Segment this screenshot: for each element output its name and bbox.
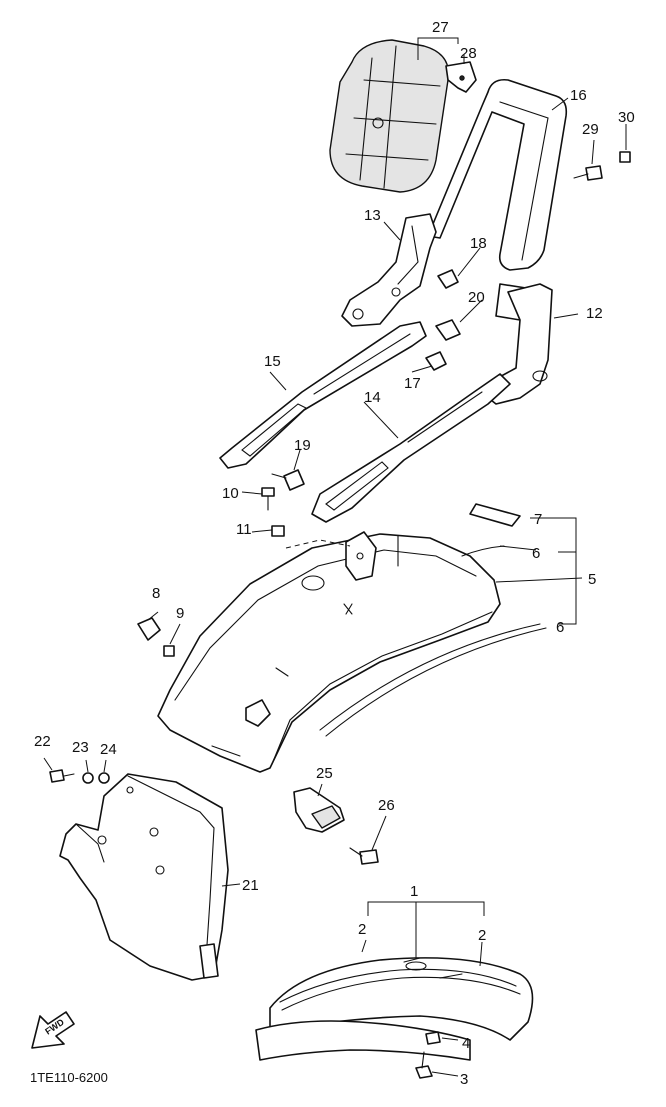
fasteners-upper <box>261 151 631 537</box>
reflector <box>293 787 379 865</box>
rear-fender <box>157 531 547 773</box>
callout-11: 11 <box>236 521 252 538</box>
bracket-left <box>341 213 437 327</box>
callout-2-right: 2 <box>478 927 486 944</box>
callout-23: 23 <box>72 739 89 756</box>
grab-bar-left <box>219 321 427 469</box>
callout-28: 28 <box>460 45 477 62</box>
callout-seven: 7 <box>534 511 542 528</box>
fasteners-mid <box>137 617 175 657</box>
callout-26: 26 <box>378 797 395 814</box>
callout-13: 13 <box>364 207 381 224</box>
fwd-arrow: FWD <box>31 1011 75 1049</box>
callout-12: 12 <box>586 305 603 322</box>
callout-1: 1 <box>410 883 418 900</box>
side-plate <box>485 283 553 405</box>
grab-bar-right <box>311 373 511 523</box>
callout-10: 10 <box>222 485 239 502</box>
callout-30: 30 <box>618 109 635 126</box>
callout-14: 14 <box>364 389 381 406</box>
callout-5: 5 <box>588 571 596 588</box>
callout-2-left: 2 <box>358 921 366 938</box>
leader-lines <box>43 37 627 1077</box>
callout-3: 3 <box>460 1071 468 1088</box>
callout-20: 20 <box>468 289 485 306</box>
fender-trim-pieces <box>461 503 521 557</box>
drawing-code: 1TE110-6200 <box>30 1070 108 1085</box>
callout-17: 17 <box>404 375 421 392</box>
callout-21: 21 <box>242 877 259 894</box>
callout-6-upper: 6 <box>532 545 540 562</box>
callout-numbers: 27 28 16 29 30 13 18 20 12 15 17 14 19 1… <box>30 19 635 1088</box>
callout-22: 22 <box>34 733 51 750</box>
callout-24: 24 <box>100 741 117 758</box>
backrest-pad <box>329 39 477 193</box>
fasteners-left <box>49 769 110 784</box>
fasteners-bottom <box>415 1031 441 1079</box>
callout-15: 15 <box>264 353 281 370</box>
callout-6-lower: 6 <box>556 619 564 636</box>
callout-16: 16 <box>570 87 587 104</box>
inner-flap <box>59 773 229 981</box>
callout-18: 18 <box>470 235 487 252</box>
front-fender <box>255 957 534 1061</box>
callout-27: 27 <box>432 19 449 36</box>
callout-nine: 9 <box>176 605 184 622</box>
callout-19: 19 <box>294 437 311 454</box>
callout-4: 4 <box>462 1035 470 1052</box>
callout-eight: 8 <box>152 585 160 602</box>
callout-25: 25 <box>316 765 333 782</box>
callout-29: 29 <box>582 121 599 138</box>
